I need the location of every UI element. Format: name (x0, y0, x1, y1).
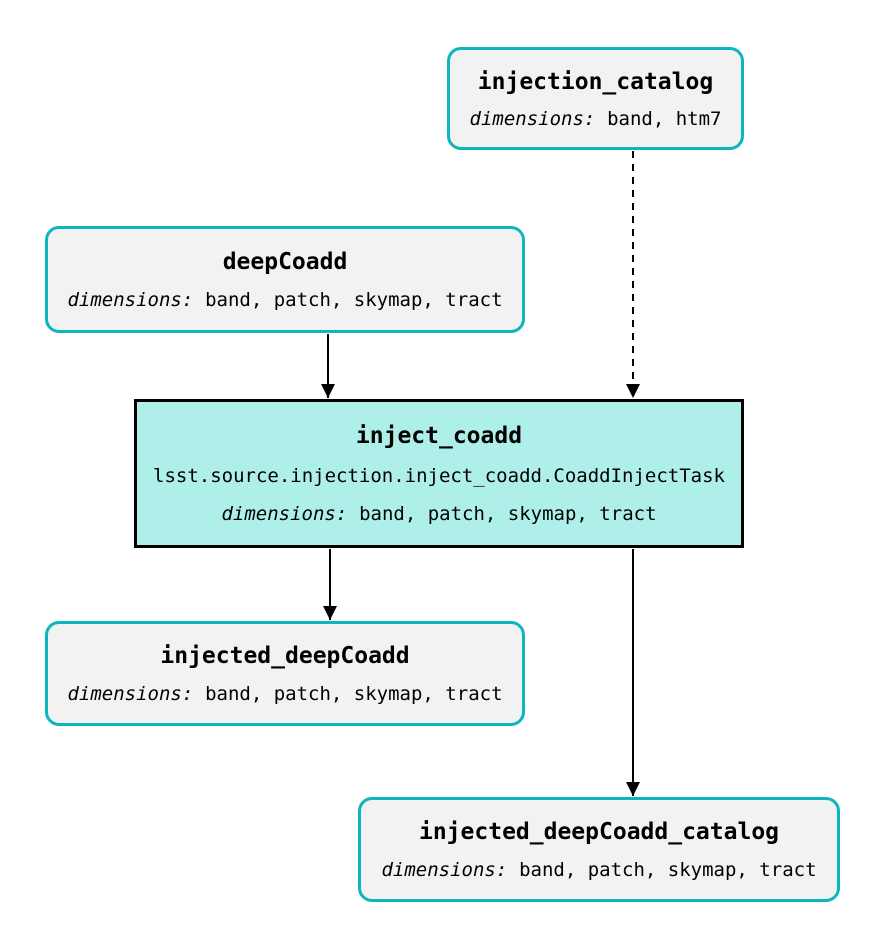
node-dimensions: dimensions: band, patch, skymap, tract (67, 682, 503, 706)
node-injected-deepCoadd-catalog: injected_deepCoadd_catalog dimensions: ba… (358, 797, 840, 902)
node-title: deepCoadd (222, 248, 348, 275)
dimensions-label: dimensions: (67, 682, 194, 705)
dimensions-label: dimensions: (381, 858, 508, 881)
node-deepCoadd: deepCoadd dimensions: band, patch, skymap… (45, 226, 525, 333)
node-dimensions: dimensions: band, htm7 (469, 107, 722, 131)
dimensions-values: band, patch, skymap, tract (519, 858, 817, 881)
node-dimensions: dimensions: band, patch, skymap, tract (221, 502, 657, 526)
node-dimensions: dimensions: band, patch, skymap, tract (67, 289, 503, 312)
dimensions-values: band, htm7 (607, 107, 722, 130)
node-inject-coadd-task: inject_coadd lsst.source.injection.injec… (134, 399, 744, 548)
node-title: injection_catalog (477, 68, 714, 95)
dimensions-values: band, patch, skymap, tract (359, 502, 657, 525)
node-dimensions: dimensions: band, patch, skymap, tract (381, 858, 817, 882)
dimensions-label: dimensions: (67, 289, 194, 312)
dimensions-label: dimensions: (221, 502, 348, 525)
node-title: injected_deepCoadd (160, 643, 410, 670)
dimensions-values: band, patch, skymap, tract (205, 682, 503, 705)
dimensions-values: band, patch, skymap, tract (205, 289, 503, 312)
node-title: injected_deepCoadd_catalog (418, 819, 780, 846)
node-title: inject_coadd (355, 423, 523, 450)
task-class-path: lsst.source.injection.inject_coadd.Coadd… (153, 464, 725, 487)
dimensions-label: dimensions: (469, 107, 596, 130)
node-injected-deepCoadd: injected_deepCoadd dimensions: band, patc… (45, 621, 525, 726)
node-injection-catalog: injection_catalog dimensions: band, htm7 (447, 47, 744, 150)
